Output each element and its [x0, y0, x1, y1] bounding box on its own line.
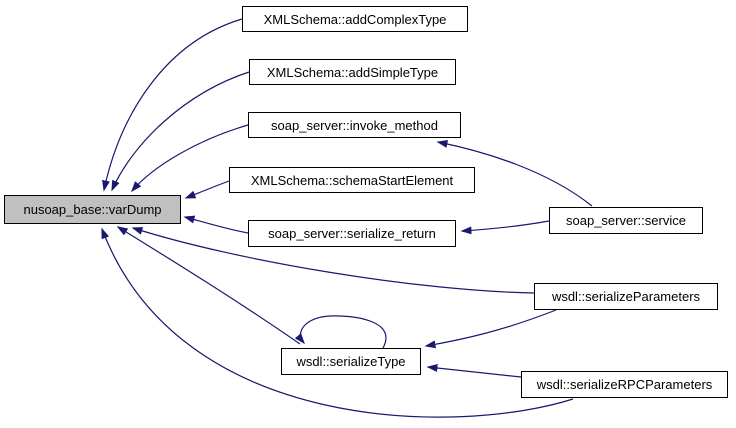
graph-node-service[interactable]: soap_server::service: [549, 207, 703, 234]
edge-serialize_return-to-varDump: [183, 215, 249, 234]
graph-node-serializeParameters[interactable]: wsdl::serializeParameters: [534, 283, 718, 310]
edge-addSimpleType-to-varDump: [111, 71, 250, 192]
edge-serializeParameters-to-varDump: [131, 227, 535, 294]
edge-serializeType-to-varDump: [116, 226, 301, 345]
graph-node-addSimpleType[interactable]: XMLSchema::addSimpleType: [249, 59, 456, 85]
graph-node-serializeType[interactable]: wsdl::serializeType: [281, 348, 421, 375]
graph-node-serialize_return[interactable]: soap_server::serialize_return: [248, 220, 456, 247]
edge-serializeParameters-to-serializeType: [424, 309, 557, 349]
graph-node-addComplexType[interactable]: XMLSchema::addComplexType: [242, 6, 468, 32]
edge-schemaStartElement-to-varDump: [184, 180, 230, 199]
edge-invoke_method-to-varDump: [131, 124, 249, 193]
graph-node-varDump: nusoap_base::varDump: [4, 195, 181, 224]
edge-serializeRPCParameters-to-varDump: [101, 227, 574, 418]
graph-node-schemaStartElement[interactable]: XMLSchema::schemaStartElement: [229, 167, 475, 193]
edge-serializeRPCParameters-to-serializeType: [426, 363, 522, 378]
edge-addComplexType-to-varDump: [102, 18, 243, 192]
graph-node-invoke_method[interactable]: soap_server::invoke_method: [248, 112, 461, 138]
graph-node-serializeRPCParameters[interactable]: wsdl::serializeRPCParameters: [521, 371, 728, 398]
edge-service-to-invoke_method: [436, 139, 593, 207]
edge-service-to-serialize_return: [460, 220, 550, 235]
edge-serializeType-to-serializeType: [294, 315, 387, 349]
